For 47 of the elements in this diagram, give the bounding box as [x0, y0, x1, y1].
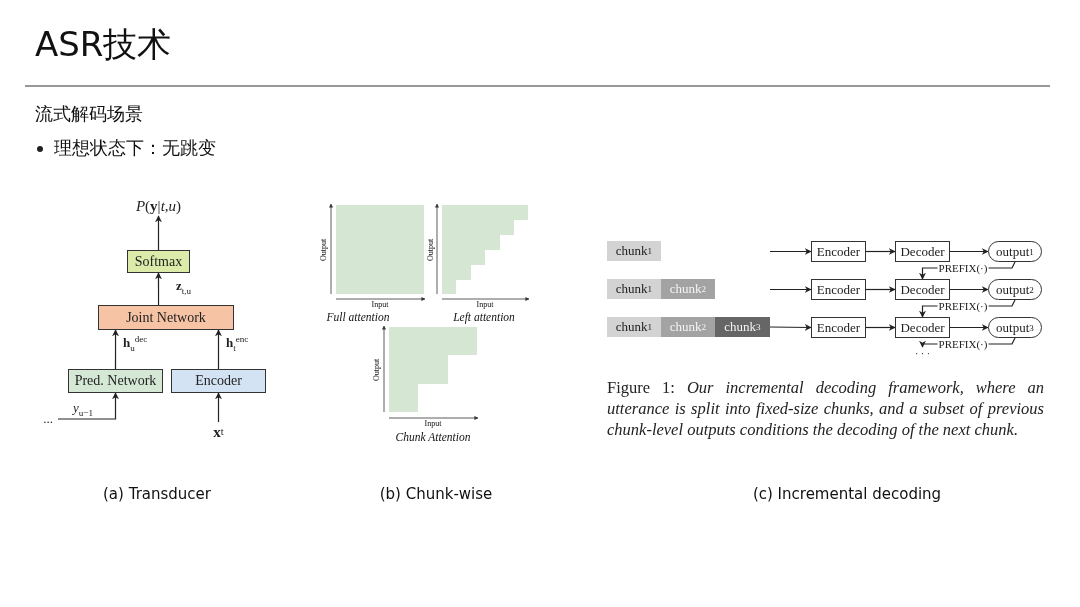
arrow: [949, 324, 989, 331]
joint-network-box: Joint Network: [98, 305, 234, 330]
plot-caption: Left attention: [453, 311, 515, 323]
arrow: [215, 392, 222, 423]
edge-label: PREFIX(·): [937, 300, 989, 312]
bullet-text: 理想状态下：无跳变: [54, 136, 216, 160]
axis-label: Output: [427, 238, 435, 262]
arrow: [769, 286, 812, 293]
section-heading: 流式解码场景: [35, 102, 143, 126]
axis-label: Input: [371, 301, 389, 309]
edge-label: PREFIX(·): [937, 338, 989, 350]
arrow: [769, 323, 812, 331]
process-box: Encoder: [811, 279, 866, 300]
arrow: [112, 329, 120, 370]
figure-caption: Figure 1: Our incremental decoding framework, where an utterance is split into fixed-size chunks, and a subset of previous chunk-level outputs conditions the decoding of the next chunk.: [607, 377, 1044, 440]
plot-caption: Chunk Attention: [395, 431, 471, 443]
arrow: [769, 248, 812, 255]
subfigure-caption: (c) Incremental decoding: [752, 485, 942, 503]
arrow: [949, 248, 989, 255]
plot-caption: Full attention: [326, 311, 390, 323]
arrow: [155, 272, 162, 306]
axis-label: Output: [373, 358, 381, 382]
softmax-box: Softmax: [127, 250, 190, 273]
formula-text: P(y|t,u): [128, 196, 189, 216]
arrow: [155, 215, 162, 251]
subfigure-caption: (b) Chunk-wise: [379, 485, 493, 503]
ellipsis-text: · · ·: [905, 347, 940, 359]
process-box: Decoder: [895, 241, 950, 262]
encoder-box: Encoder: [171, 369, 266, 393]
process-box: Encoder: [811, 241, 866, 262]
axis-label: Output: [320, 238, 328, 262]
subfigure-caption: (a) Transducer: [103, 485, 211, 503]
process-box: Decoder: [895, 279, 950, 300]
arrow: [949, 286, 989, 293]
prediction-network-box: Pred. Network: [68, 369, 163, 393]
slide-title: ASR技术: [35, 24, 172, 64]
arrow: [57, 392, 119, 420]
arrow: [865, 248, 896, 255]
arrow: [215, 329, 222, 370]
arrow: [865, 324, 896, 331]
edge-label: PREFIX(·): [937, 262, 989, 274]
axis-label: Input: [424, 420, 442, 428]
process-box: Encoder: [811, 317, 866, 338]
process-box: Decoder: [895, 317, 950, 338]
arrow: [865, 286, 896, 293]
axis-label: Input: [476, 301, 494, 309]
ellipsis-text: ...: [38, 410, 58, 428]
